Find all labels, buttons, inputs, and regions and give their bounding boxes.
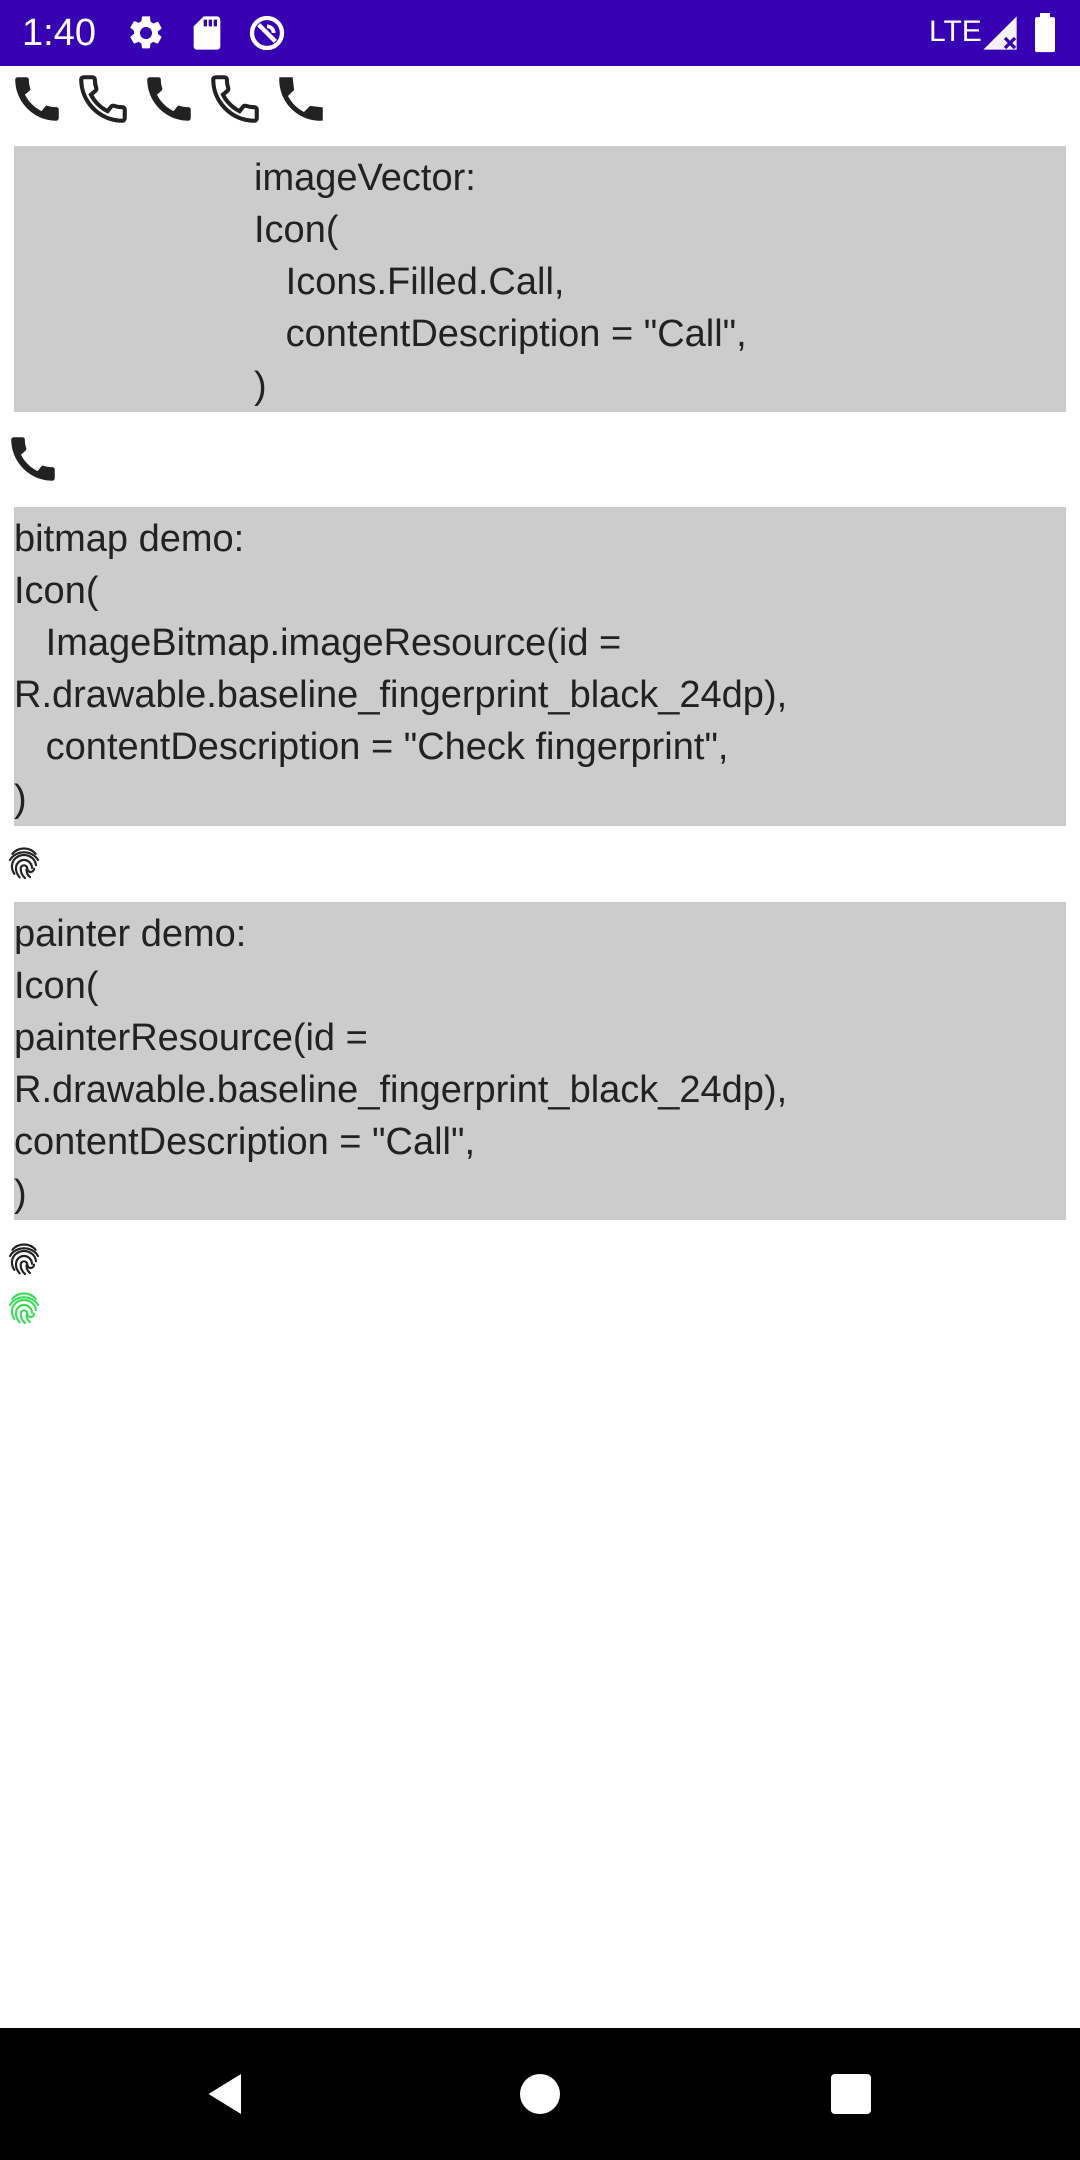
call-icons-row — [4, 70, 334, 128]
fingerprint-icon — [4, 1239, 44, 1279]
back-icon[interactable] — [196, 2064, 256, 2124]
code-line: ) — [14, 778, 27, 820]
code-line: contentDescription = "Call", — [254, 313, 747, 355]
sd-card-icon — [187, 13, 227, 53]
call-icon — [4, 430, 62, 488]
code-line: R.drawable.baseline_fingerprint_black_24… — [14, 674, 788, 716]
call-icon-rounded — [136, 70, 202, 128]
call-icon-sharp — [268, 70, 334, 128]
code-line: Icon( — [14, 965, 99, 1007]
code-line: Icon( — [14, 570, 99, 612]
navigation-bar — [0, 2028, 1080, 2160]
code-line: contentDescription = "Call", — [14, 1121, 476, 1163]
network-type: LTE — [929, 15, 982, 48]
code-line: Icons.Filled.Call, — [254, 261, 565, 303]
code-line: ImageBitmap.imageResource(id = — [14, 622, 622, 664]
fingerprint-icon-tinted — [4, 1288, 44, 1328]
code-line: imageVector: — [254, 157, 476, 199]
settings-icon — [126, 13, 166, 53]
call-icon-outlined — [70, 70, 136, 128]
recents-icon[interactable] — [821, 2064, 881, 2124]
call-icon — [4, 70, 70, 128]
home-icon[interactable] — [510, 2064, 570, 2124]
code-line: ) — [14, 1173, 27, 1215]
code-line: painter demo: — [14, 913, 247, 955]
code-line: Icon( — [254, 209, 339, 251]
painter-code-block: painter demo: Icon( painterResource(id =… — [14, 902, 1066, 1220]
fingerprint-icon — [4, 843, 44, 883]
status-bar: 1:40 LTE — [0, 0, 1080, 66]
data-saver-icon — [247, 13, 287, 53]
code-line: R.drawable.baseline_fingerprint_black_24… — [14, 1069, 788, 1111]
status-time: 1:40 — [22, 12, 96, 54]
code-line: painterResource(id = — [14, 1017, 368, 1059]
call-icon-two-tone — [202, 70, 268, 128]
battery-icon — [1030, 13, 1060, 53]
code-line: bitmap demo: — [14, 518, 245, 560]
image-vector-code-block: imageVector: Icon( Icons.Filled.Call, co… — [14, 146, 1066, 412]
signal-icon — [980, 13, 1020, 53]
code-line: contentDescription = "Check fingerprint"… — [14, 726, 729, 768]
code-line: ) — [254, 365, 267, 407]
bitmap-code-block: bitmap demo: Icon( ImageBitmap.imageReso… — [14, 507, 1066, 826]
